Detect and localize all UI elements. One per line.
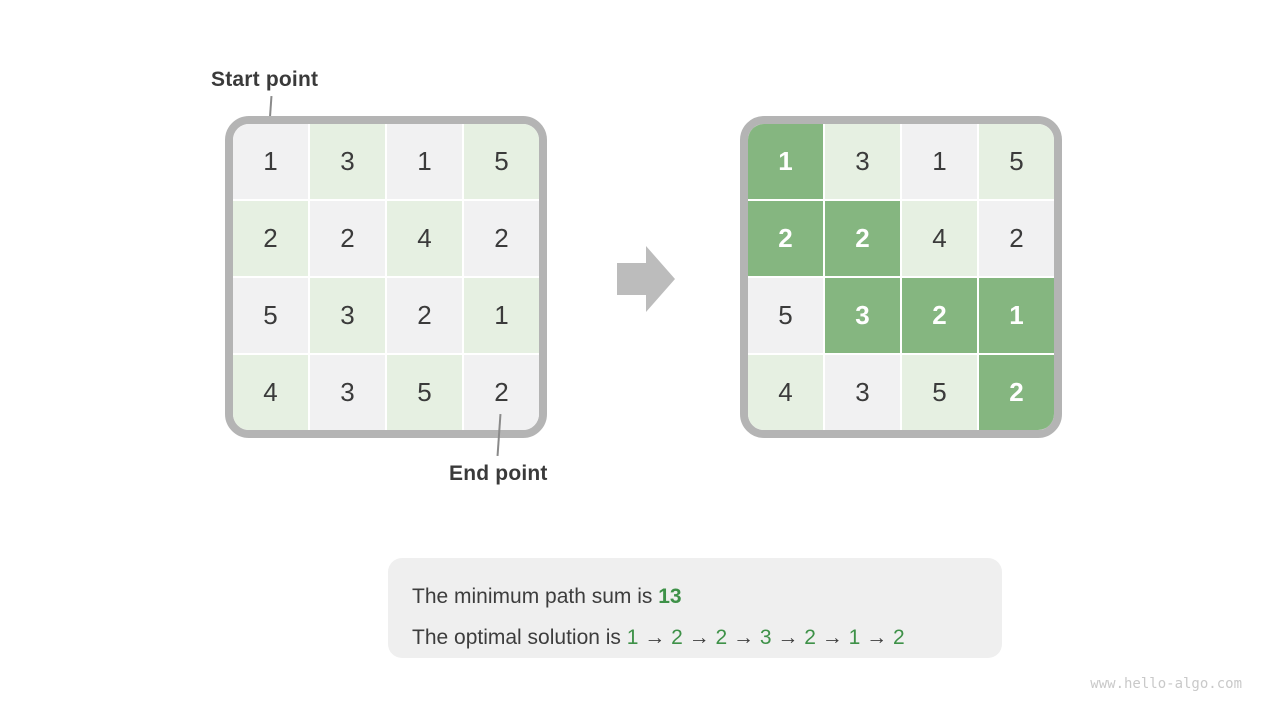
grid-cell: 3: [310, 124, 385, 199]
grid-cell: 1: [748, 124, 823, 199]
grid-cell: 5: [233, 278, 308, 353]
sequence-arrow-separator: →: [860, 626, 893, 649]
sequence-arrow-separator: →: [771, 626, 805, 649]
grid-cell: 2: [979, 201, 1054, 276]
optimal-solution-line: The optimal solution is 1 → 2 → 2 → 3 → …: [412, 617, 1002, 658]
path-step-value: 2: [671, 626, 683, 649]
sequence-arrow-separator: →: [682, 626, 716, 649]
path-step-value: 3: [759, 626, 772, 649]
path-step-value: 2: [715, 626, 728, 649]
right-block-arrow-icon: [617, 246, 675, 312]
start-point-label: Start point: [211, 68, 319, 91]
grid-cell: 4: [902, 201, 977, 276]
grid-cell: 4: [233, 355, 308, 430]
summary-box: The minimum path sum is 13 The optimal s…: [388, 558, 1002, 658]
sequence-arrow-separator: →: [727, 626, 760, 649]
grid-cell: 2: [825, 201, 900, 276]
grid-cell: 3: [825, 124, 900, 199]
sequence-arrow-separator: →: [638, 626, 672, 649]
grid-cell: 3: [825, 355, 900, 430]
path-step-value: 1: [848, 626, 861, 649]
end-point-label: End point: [449, 462, 548, 485]
grid-cell: 4: [387, 201, 462, 276]
grid-cell: 5: [979, 124, 1054, 199]
grid-cell: 2: [464, 201, 539, 276]
min-sum-value: 13: [658, 585, 682, 608]
optimal-solution-prefix: The optimal solution is: [412, 626, 627, 649]
grid-cell: 5: [464, 124, 539, 199]
grid-cell: 2: [979, 355, 1054, 430]
path-step-value: 2: [892, 626, 905, 649]
grid-cell: 2: [233, 201, 308, 276]
grid-cell: 2: [387, 278, 462, 353]
watermark: www.hello-algo.com: [1090, 676, 1242, 692]
grid-cell: 4: [748, 355, 823, 430]
grid-cell: 1: [387, 124, 462, 199]
grid-cell: 3: [825, 278, 900, 353]
path-step-value: 1: [626, 626, 639, 649]
grid-cell: 1: [979, 278, 1054, 353]
grid-cell: 1: [464, 278, 539, 353]
grid-cell: 5: [387, 355, 462, 430]
grid-cell: 2: [748, 201, 823, 276]
grid-cell: 2: [464, 355, 539, 430]
grid-cell: 1: [902, 124, 977, 199]
grid-cell: 3: [310, 278, 385, 353]
grid-cell: 2: [902, 278, 977, 353]
grid-cell: 5: [902, 355, 977, 430]
grid-cell: 2: [310, 201, 385, 276]
grid-cell: 5: [748, 278, 823, 353]
path-step-value: 2: [804, 626, 816, 649]
sequence-arrow-separator: →: [815, 626, 849, 649]
min-sum-line: The minimum path sum is 13: [412, 576, 1002, 617]
grid-cell: 3: [310, 355, 385, 430]
optimal-path-sequence: 1 → 2 → 2 → 3 → 2 → 1 → 2: [627, 626, 905, 649]
grid-cell: 1: [233, 124, 308, 199]
min-sum-prefix: The minimum path sum is: [412, 585, 659, 608]
